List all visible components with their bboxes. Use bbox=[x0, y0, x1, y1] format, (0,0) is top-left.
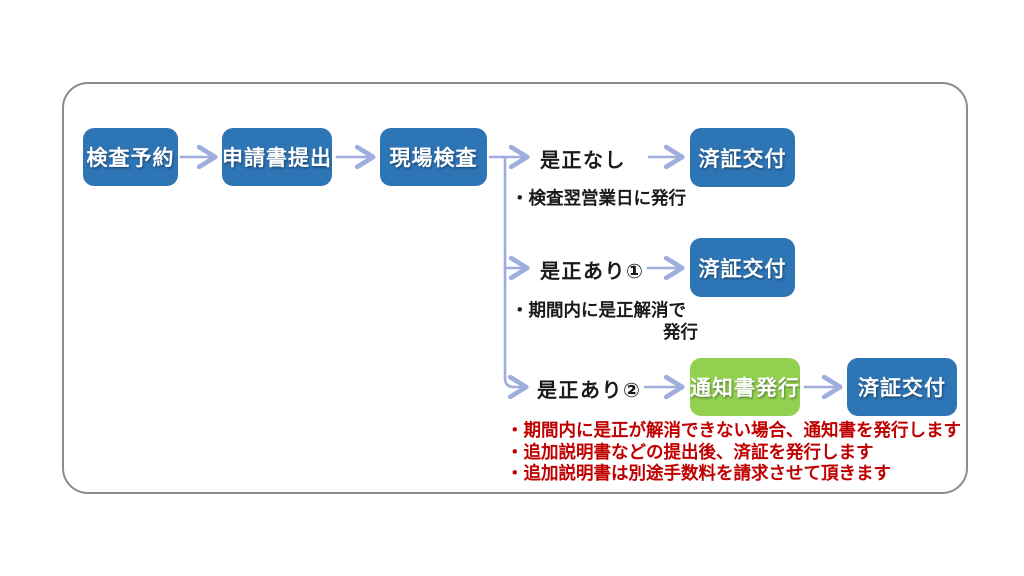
footnote-line-3: ・追加説明書は別途手数料を請求させて頂きます bbox=[506, 463, 891, 483]
step-notice-issuance: 通知書発行 bbox=[690, 358, 800, 416]
branch-label-no-correction: 是正なし bbox=[540, 150, 626, 172]
result-certificate-issued-3: 済証交付 bbox=[847, 358, 957, 416]
result-certificate-issued-1: 済証交付 bbox=[690, 128, 795, 187]
note-no-correction: ・検査翌営業日に発行 bbox=[511, 188, 686, 208]
diagram-frame bbox=[62, 82, 968, 494]
footnote-line-2: ・追加説明書などの提出後、済証を発行します bbox=[506, 441, 874, 462]
note-correction-1: ・期間内に是正解消で 発行 bbox=[511, 299, 704, 343]
step-application-submission: 申請書提出 bbox=[222, 128, 332, 186]
step-site-inspection: 現場検査 bbox=[380, 128, 487, 186]
branch-label-correction-1: 是正あり① bbox=[540, 261, 645, 283]
note-correction-1-line2: 発行 bbox=[663, 322, 698, 342]
result-certificate-issued-2: 済証交付 bbox=[690, 238, 795, 297]
note-correction-1-line1: ・期間内に是正解消で bbox=[511, 300, 686, 320]
footnotes-red: ・期間内に是正が解消できない場合、通知書を発行します ・追加説明書などの提出後、… bbox=[506, 420, 961, 485]
footnote-line-1: ・期間内に是正が解消できない場合、通知書を発行します bbox=[506, 420, 961, 440]
step-inspection-reservation: 検査予約 bbox=[83, 128, 178, 186]
branch-label-correction-2: 是正あり② bbox=[537, 380, 642, 402]
